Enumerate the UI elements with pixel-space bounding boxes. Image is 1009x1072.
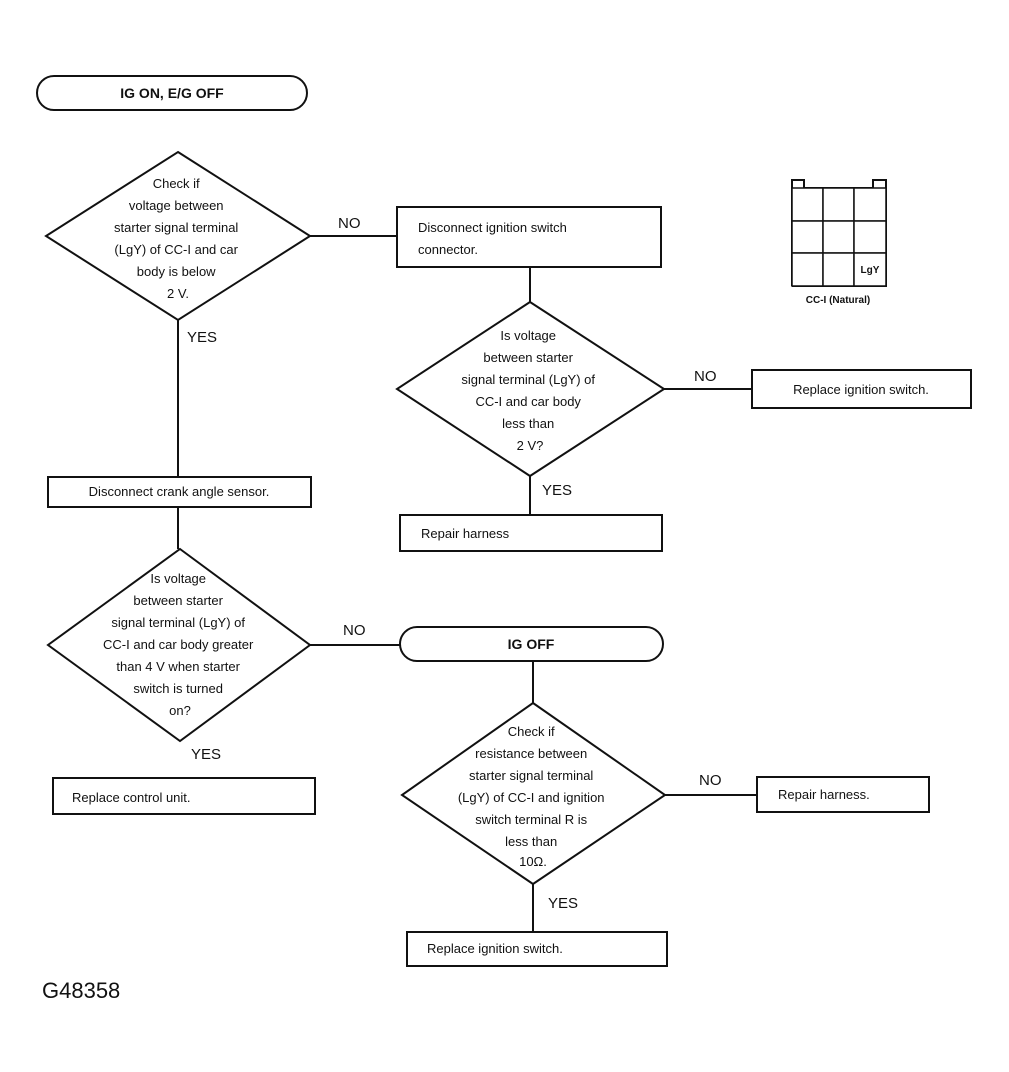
- decision2-text: Is voltage between starter signal termin…: [461, 328, 598, 453]
- decision-resistance-less-than-10-ohm: Check if resistance between starter sign…: [400, 701, 667, 886]
- box-replace-control-unit: Replace control unit.: [52, 777, 316, 815]
- svg-text:Disconnect ignition switch: Disconnect ignition switch connector.: [418, 220, 570, 257]
- yes-label-3: YES: [191, 746, 221, 763]
- svg-text:Replace ignition switch.: Replace ignition switch.: [427, 941, 563, 956]
- no-label-1: NO: [338, 215, 361, 232]
- connector-lines: [177, 235, 757, 932]
- svg-text:Repair harness.: Repair harness.: [778, 787, 870, 802]
- box-disconnect-ignition-switch: Disconnect ignition switch connector.: [396, 206, 662, 268]
- svg-text:IG OFF: IG OFF: [508, 636, 555, 652]
- decision3-text: Is voltage between starter signal termin…: [103, 571, 257, 718]
- no-label-4: NO: [699, 772, 722, 789]
- no-label-2: NO: [694, 368, 717, 385]
- svg-text:Replace ignition switch.: Replace ignition switch.: [793, 382, 929, 397]
- start-label: IG ON, E/G OFF: [120, 85, 224, 101]
- start-terminator: IG ON, E/G OFF: [36, 75, 308, 111]
- figure-code: G48358: [42, 978, 120, 1003]
- connector-cc-i-diagram: LgY CC-I (Natural): [791, 179, 887, 306]
- connector-caption: CC-I (Natural): [806, 295, 870, 306]
- svg-text:Repair harness: Repair harness: [421, 526, 510, 541]
- decision-voltage-greater-than-4v: Is voltage between starter signal termin…: [46, 547, 312, 743]
- box-repair-harness-1: Repair harness: [399, 514, 663, 552]
- box-disconnect-crank-angle-sensor: Disconnect crank angle sensor.: [47, 476, 312, 508]
- decision1-text: Check if voltage between starter signal …: [114, 176, 242, 301]
- yes-label-4: YES: [548, 895, 578, 912]
- box-replace-ignition-switch-2: Replace ignition switch.: [406, 931, 668, 967]
- svg-text:Disconnect crank angle sensor.: Disconnect crank angle sensor.: [89, 484, 270, 499]
- decision-check-voltage-below-2v: Check if voltage between starter signal …: [44, 150, 312, 322]
- no-label-3: NO: [343, 622, 366, 639]
- decision4-text: Check if resistance between starter sign…: [458, 724, 608, 869]
- box-repair-harness-2: Repair harness.: [756, 776, 930, 813]
- yes-label-1: YES: [187, 329, 217, 346]
- connector-terminal-label: LgY: [861, 265, 880, 276]
- svg-text:Replace control unit.: Replace control unit.: [72, 790, 191, 805]
- box-replace-ignition-switch-1: Replace ignition switch.: [751, 369, 972, 409]
- ig-off-terminator: IG OFF: [399, 626, 664, 662]
- decision-voltage-less-than-2v: Is voltage between starter signal termin…: [395, 300, 666, 478]
- yes-label-2: YES: [542, 482, 572, 499]
